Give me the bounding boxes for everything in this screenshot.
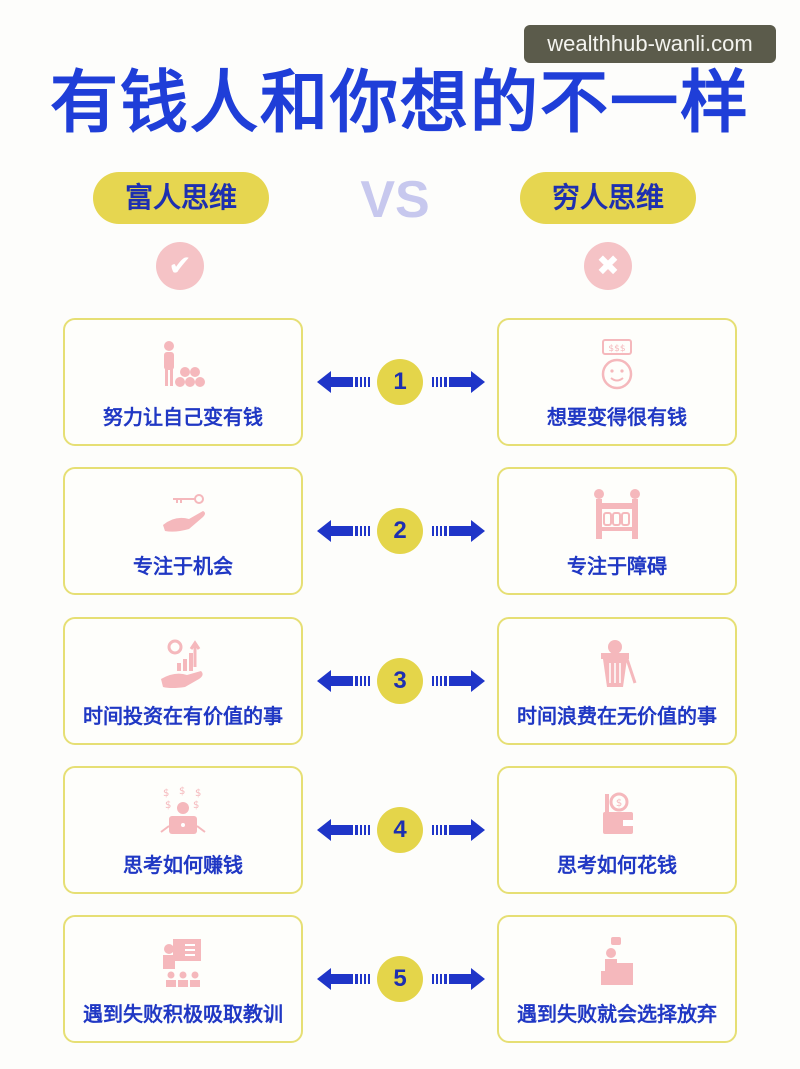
svg-text:$: $ — [163, 788, 169, 799]
vs-label: VS — [360, 171, 430, 229]
hand-key-icon — [65, 487, 301, 543]
svg-text:$: $ — [179, 786, 185, 797]
arrow-right-icon — [432, 968, 485, 990]
rich-card: 时间投资在有价值的事 — [63, 617, 303, 745]
row-number: 5 — [377, 956, 423, 1002]
poor-card: 时间浪费在无价值的事 — [497, 617, 737, 745]
trash-bin-icon — [499, 637, 735, 693]
comparison-row-4: $$$$$ 思考如何赚钱 4 $ 思考如何花钱 — [0, 766, 800, 894]
hand-growth-chart-icon — [65, 637, 301, 693]
cross-icon: ✖ — [584, 242, 632, 290]
person-laptop-dollars-icon: $$$$$ — [65, 786, 301, 842]
svg-text:$: $ — [165, 800, 171, 811]
poor-card-text: 专注于障碍 — [567, 554, 667, 578]
rich-card-text: 遇到失败积极吸取教训 — [83, 1002, 283, 1026]
row-number: 1 — [377, 359, 423, 405]
arrow-left-icon — [317, 371, 370, 393]
arrow-right-icon — [432, 670, 485, 692]
teacher-board-icon — [65, 935, 301, 991]
rich-card: 努力让自己变有钱 — [63, 318, 303, 446]
poor-mindset-label: 穷人思维 — [520, 172, 696, 224]
rich-card-text: 专注于机会 — [133, 554, 233, 578]
page-title: 有钱人和你想的不一样 — [49, 64, 750, 143]
wallet-coin-icon: $ — [499, 786, 735, 842]
person-money-bags-icon — [65, 338, 301, 394]
svg-text:$$$: $$$ — [608, 344, 625, 354]
sitting-person-stairs-icon — [499, 935, 735, 991]
svg-text:$: $ — [195, 788, 201, 799]
watermark: wealthhub-wanli.com — [524, 25, 776, 63]
rich-card-text: 思考如何赚钱 — [123, 853, 243, 877]
poor-card-text: 思考如何花钱 — [557, 853, 677, 877]
poor-card-text: 时间浪费在无价值的事 — [517, 704, 717, 728]
arrow-right-icon — [432, 819, 485, 841]
rich-card-text: 努力让自己变有钱 — [103, 405, 263, 429]
poor-card: $$$ 想要变得很有钱 — [497, 318, 737, 446]
barrier-icon — [499, 487, 735, 543]
comparison-row-1: 努力让自己变有钱 1 $$$ 想要变得很有钱 — [0, 318, 800, 446]
arrow-left-icon — [317, 968, 370, 990]
comparison-row-2: 专注于机会 2 专注于障碍 — [0, 467, 800, 595]
row-number: 3 — [377, 658, 423, 704]
rich-card: $$$$$ 思考如何赚钱 — [63, 766, 303, 894]
svg-text:$: $ — [193, 800, 199, 811]
arrow-left-icon — [317, 819, 370, 841]
row-number: 2 — [377, 508, 423, 554]
row-number: 4 — [377, 807, 423, 853]
rich-card-text: 时间投资在有价值的事 — [83, 704, 283, 728]
poor-card: 专注于障碍 — [497, 467, 737, 595]
arrow-right-icon — [432, 371, 485, 393]
rich-mindset-label: 富人思维 — [93, 172, 269, 224]
arrow-left-icon — [317, 670, 370, 692]
comparison-row-5: 遇到失败积极吸取教训 5 遇到失败就会选择放弃 — [0, 915, 800, 1043]
poor-card-text: 遇到失败就会选择放弃 — [517, 1002, 717, 1026]
svg-text:$: $ — [616, 798, 622, 809]
check-icon: ✔ — [156, 242, 204, 290]
rich-card: 专注于机会 — [63, 467, 303, 595]
smiley-dollar-speech-icon: $$$ — [499, 338, 735, 394]
comparison-row-3: 时间投资在有价值的事 3 时间浪费在无价值的事 — [0, 617, 800, 745]
poor-card: 遇到失败就会选择放弃 — [497, 915, 737, 1043]
poor-card: $ 思考如何花钱 — [497, 766, 737, 894]
arrow-left-icon — [317, 520, 370, 542]
arrow-right-icon — [432, 520, 485, 542]
poor-card-text: 想要变得很有钱 — [547, 405, 687, 429]
rich-card: 遇到失败积极吸取教训 — [63, 915, 303, 1043]
